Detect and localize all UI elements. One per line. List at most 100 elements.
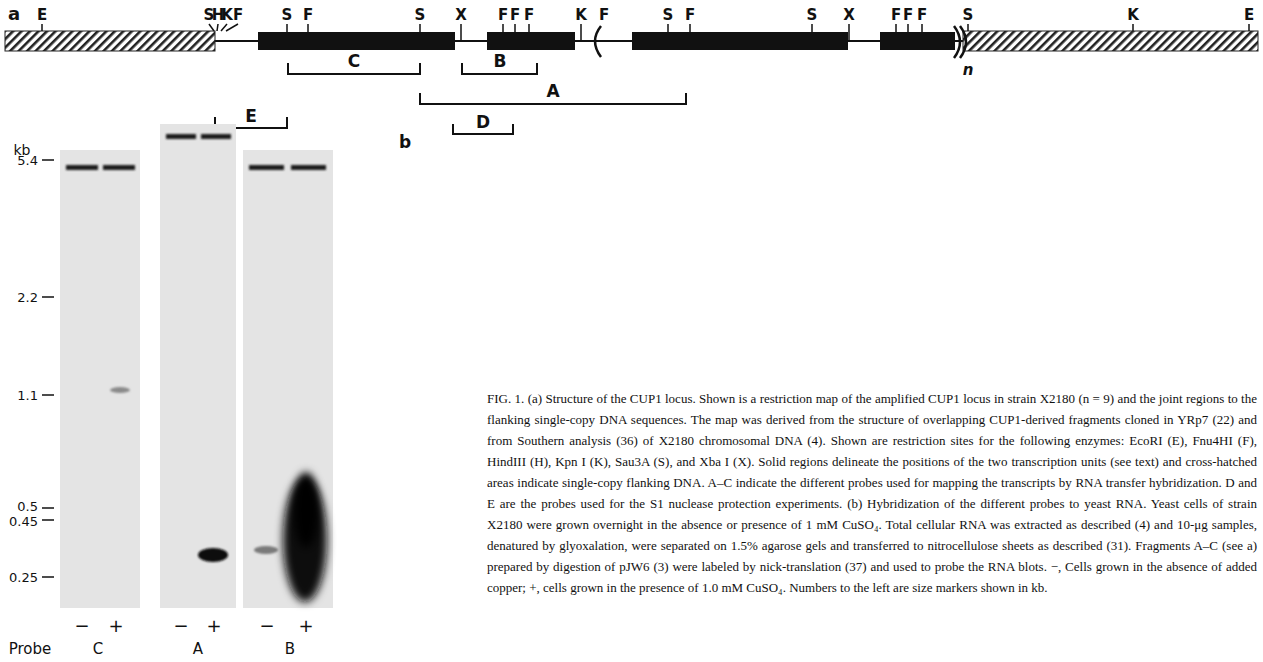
site-tick [419,24,421,32]
size-marker: 1.1 [17,389,38,402]
rna-band [66,165,98,170]
panel-letter: a [8,5,20,23]
repeat-break [960,26,966,58]
site-tick [307,24,309,32]
flanking-dna [963,31,1258,51]
site-tick [907,24,909,32]
transcription-unit [632,32,848,50]
rna-band [166,134,196,139]
lane-sign: − [74,617,89,635]
rna-band [201,134,231,139]
lane-probe: B [285,642,295,657]
site-letter: F [599,8,609,23]
probe-label: A [546,83,559,100]
site-letter: K [575,8,587,23]
copy-number: n [963,63,974,78]
size-marker: 0.45 [9,515,38,528]
lane-sign: + [108,617,123,635]
site-tick [1248,24,1250,31]
site-tick [502,24,504,32]
size-marker: 0.25 [9,571,38,584]
probe-brackets [215,63,686,134]
site-letter: S [415,8,426,23]
site-tick [460,24,462,40]
site-tick [895,24,897,32]
site-tick [1132,24,1134,31]
site-tick [580,24,582,40]
repeat-break [595,26,601,57]
lane-sign: + [206,617,221,635]
site-letter: F [891,8,901,23]
size-marker: 0.5 [17,500,38,513]
site-tick [689,24,691,32]
site-letter: F [233,8,243,23]
rna-band [198,548,228,562]
flanking-dna [5,31,215,51]
size-marker: 5.4 [17,154,38,167]
transcription-unit [880,32,955,50]
lane-sign: − [173,617,188,635]
rna-band [249,165,284,170]
marker-tick [42,507,54,509]
site-letter: S [663,8,674,23]
probe-label: E [245,108,257,125]
site-tick [514,24,516,32]
repeat-break [954,26,960,58]
site-tick [667,24,669,32]
site-tick [209,24,214,31]
probe-label: D [476,114,490,131]
transcription-unit [258,32,455,50]
rna-band [291,165,326,170]
marker-tick [42,159,54,161]
site-tick [528,24,530,32]
site-letter: K [221,8,233,23]
site-tick [41,24,43,31]
marker-tick [42,519,54,521]
site-letter: S [282,8,293,23]
marker-ticks [42,160,54,577]
site-letter: E [37,8,47,23]
site-letter: X [455,8,467,23]
blot-strip [160,124,236,608]
site-letter: S [807,8,818,23]
rna-band [110,387,130,393]
figure-caption: FIG. 1. (a) Structure of the CUP1 locus.… [487,388,1257,598]
site-letter: F [903,8,913,23]
site-letter: X [843,8,855,23]
site-ticks [42,24,1249,40]
blot-strip [60,150,140,608]
lane-sign: + [298,617,313,635]
probe-label: C [348,53,360,70]
site-letter: F [917,8,927,23]
site-letter: F [498,8,508,23]
marker-tick [42,296,54,298]
site-letter: F [524,8,534,23]
site-letter: E [1244,8,1254,23]
transcription-unit [487,32,575,50]
probe-label: B [494,53,507,70]
site-letter: S [963,8,974,23]
site-tick [811,24,813,32]
size-marker: 2.2 [17,291,38,304]
rna-smear [294,472,318,548]
rna-band [254,546,278,554]
site-tick [967,24,969,31]
site-tick [286,24,288,32]
rna-band [103,165,135,170]
blot-strip [243,150,333,608]
lane-sign: − [259,617,274,635]
site-tick [221,24,227,31]
axis-title: Probe [9,642,52,657]
site-letter: F [685,8,695,23]
marker-tick [42,394,54,396]
site-letter: F [303,8,313,23]
site-tick [848,24,850,40]
lane-probe: C [93,642,103,657]
site-tick [226,24,238,31]
site-letter: F [510,8,520,23]
lane-probe: A [193,642,203,657]
panel-letter: b [399,134,411,151]
site-letter: K [1127,8,1139,23]
marker-tick [42,576,54,578]
